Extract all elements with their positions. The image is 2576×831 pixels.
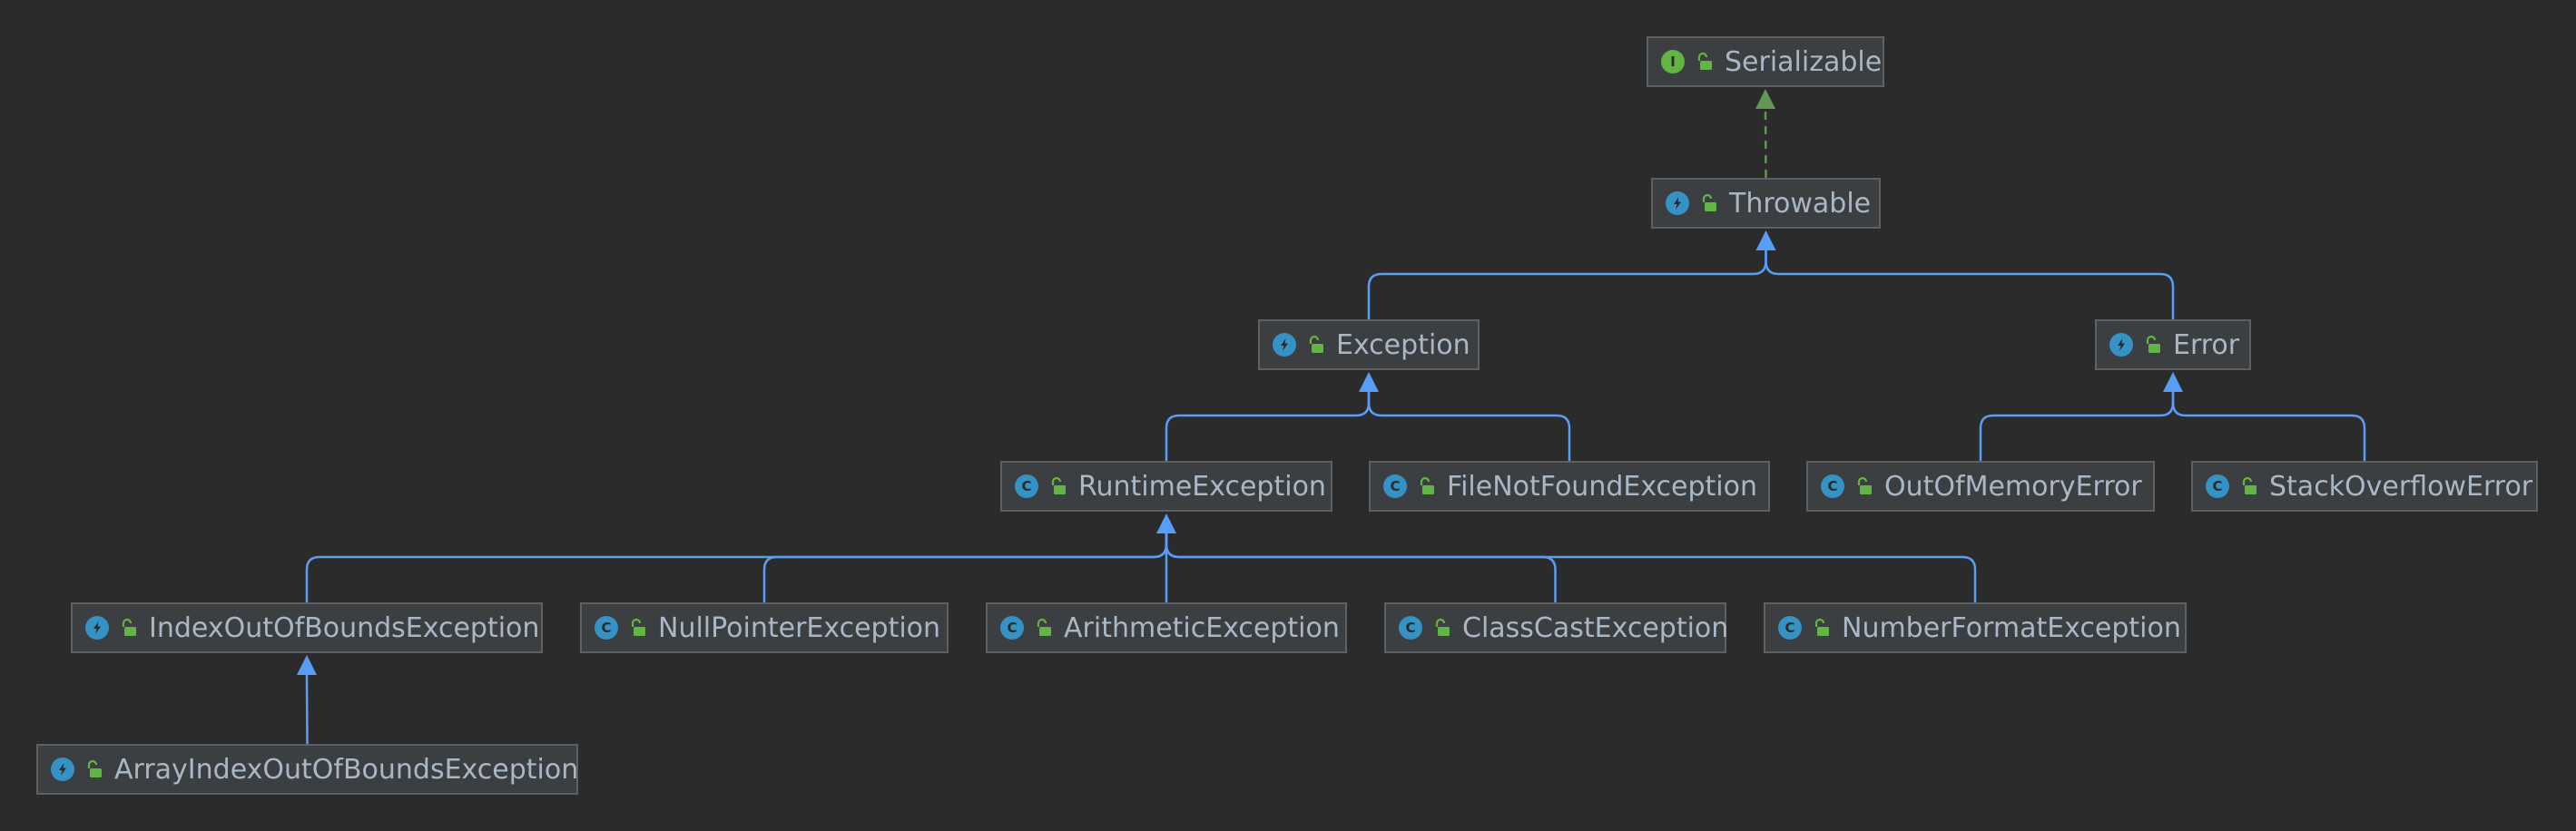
edge-extends-indexoutofboundsexception bbox=[305, 533, 1168, 602]
exception-class-icon bbox=[51, 758, 74, 781]
edge-extends-numberformatexception bbox=[1165, 533, 1977, 602]
exception-class-icon bbox=[1273, 333, 1296, 357]
class-name: Error bbox=[2173, 328, 2240, 361]
class-name: ArithmeticException bbox=[1064, 611, 1340, 644]
class-icon: C bbox=[1821, 474, 1844, 498]
arrowhead-extends-to-throwable bbox=[1755, 230, 1776, 250]
arrowhead-extends-to-exception bbox=[1359, 372, 1379, 392]
class-name: NumberFormatException bbox=[1842, 611, 2181, 644]
class-name: ClassCastException bbox=[1462, 611, 1729, 644]
public-visibility-icon bbox=[1420, 476, 1434, 494]
class-name: Exception bbox=[1336, 328, 1470, 361]
class-icon: C bbox=[1778, 616, 1802, 640]
class-node-nullpointerexception[interactable]: C NullPointerException bbox=[580, 602, 949, 653]
class-icon: C bbox=[1015, 474, 1038, 498]
exception-class-icon bbox=[1666, 191, 1689, 215]
kind-badge-letter: C bbox=[1021, 478, 1032, 494]
public-visibility-icon bbox=[1037, 618, 1051, 636]
class-name: RuntimeException bbox=[1078, 470, 1326, 503]
public-visibility-icon bbox=[2242, 476, 2256, 494]
class-node-runtimeexception[interactable]: C RuntimeException bbox=[1000, 461, 1332, 512]
exception-class-icon bbox=[85, 616, 109, 640]
exception-class-icon bbox=[2109, 333, 2133, 357]
public-visibility-icon bbox=[1051, 476, 1066, 494]
kind-badge-letter: C bbox=[1405, 620, 1416, 636]
class-node-serializable[interactable]: I Serializable bbox=[1647, 36, 1884, 87]
public-visibility-icon bbox=[1435, 618, 1450, 636]
class-node-arithmeticexception[interactable]: C ArithmeticException bbox=[986, 602, 1347, 653]
class-node-error[interactable]: Error bbox=[2095, 319, 2251, 370]
arrowhead-extends-to-error bbox=[2163, 372, 2183, 392]
class-name: Serializable bbox=[1725, 45, 1883, 78]
class-icon: C bbox=[1000, 616, 1024, 640]
class-icon: C bbox=[1399, 616, 1422, 640]
edge-extends-runtimeexception bbox=[1165, 392, 1371, 461]
kind-badge-letter: C bbox=[601, 620, 612, 636]
class-name: OutOfMemoryError bbox=[1884, 470, 2142, 503]
public-visibility-icon bbox=[1702, 193, 1716, 211]
class-icon: C bbox=[1383, 474, 1407, 498]
public-visibility-icon bbox=[2146, 335, 2160, 353]
class-name: Throwable bbox=[1729, 187, 1872, 220]
public-visibility-icon bbox=[122, 618, 136, 636]
edge-extends-stackoverflowerror bbox=[2171, 392, 2366, 461]
edge-extends-classcastexception bbox=[1165, 533, 1557, 602]
class-name: IndexOutOfBoundsException bbox=[149, 611, 540, 644]
arrowhead-implements-to-serializable bbox=[1755, 89, 1775, 109]
edge-extends-outofmemoryerror bbox=[1979, 392, 2175, 461]
class-node-throwable[interactable]: Throwable bbox=[1651, 178, 1881, 229]
class-node-exception[interactable]: Exception bbox=[1258, 319, 1480, 370]
kind-badge-letter: C bbox=[1390, 478, 1401, 494]
edge-extends-nullpointerexception bbox=[762, 533, 1168, 602]
public-visibility-icon bbox=[87, 759, 102, 777]
arrowhead-extends-to-indexoutofboundsexception bbox=[297, 655, 317, 675]
class-node-stackoverflowerror[interactable]: C StackOverflowError bbox=[2191, 461, 2538, 512]
kind-badge-letter: C bbox=[2212, 478, 2223, 494]
edge-implements-throwable bbox=[1764, 108, 1767, 179]
class-name: ArrayIndexOutOfBoundsException bbox=[114, 753, 579, 786]
class-node-numberformatexception[interactable]: C NumberFormatException bbox=[1764, 602, 2187, 653]
edge-extends-arrayindexoutofboundsexception bbox=[305, 674, 309, 745]
class-node-arrayindexoutofboundsexception[interactable]: ArrayIndexOutOfBoundsException bbox=[36, 744, 578, 795]
public-visibility-icon bbox=[1697, 52, 1712, 70]
edge-extends-filenotfoundexception bbox=[1367, 392, 1571, 461]
class-name: FileNotFoundException bbox=[1447, 470, 1758, 503]
kind-badge-letter: C bbox=[1007, 620, 1018, 636]
class-node-outofmemoryerror[interactable]: C OutOfMemoryError bbox=[1806, 461, 2155, 512]
class-name: NullPointerException bbox=[658, 611, 941, 644]
class-node-indexoutofboundsexception[interactable]: IndexOutOfBoundsException bbox=[71, 602, 543, 653]
class-node-classcastexception[interactable]: C ClassCastException bbox=[1384, 602, 1729, 653]
class-name: StackOverflowError bbox=[2269, 470, 2533, 503]
public-visibility-icon bbox=[1309, 335, 1323, 353]
public-visibility-icon bbox=[1857, 476, 1872, 494]
public-visibility-icon bbox=[1814, 618, 1829, 636]
interface-icon: I bbox=[1661, 50, 1685, 73]
class-icon: C bbox=[2206, 474, 2229, 498]
class-node-filenotfoundexception[interactable]: C FileNotFoundException bbox=[1369, 461, 1770, 512]
edge-extends-error bbox=[1765, 250, 2175, 319]
public-visibility-icon bbox=[631, 618, 645, 636]
edge-extends-exception bbox=[1367, 250, 1767, 319]
kind-badge-letter: I bbox=[1670, 54, 1676, 70]
class-icon: C bbox=[595, 616, 618, 640]
arrowhead-extends-to-runtimeexception bbox=[1156, 513, 1176, 533]
kind-badge-letter: C bbox=[1785, 620, 1795, 636]
kind-badge-letter: C bbox=[1827, 478, 1838, 494]
